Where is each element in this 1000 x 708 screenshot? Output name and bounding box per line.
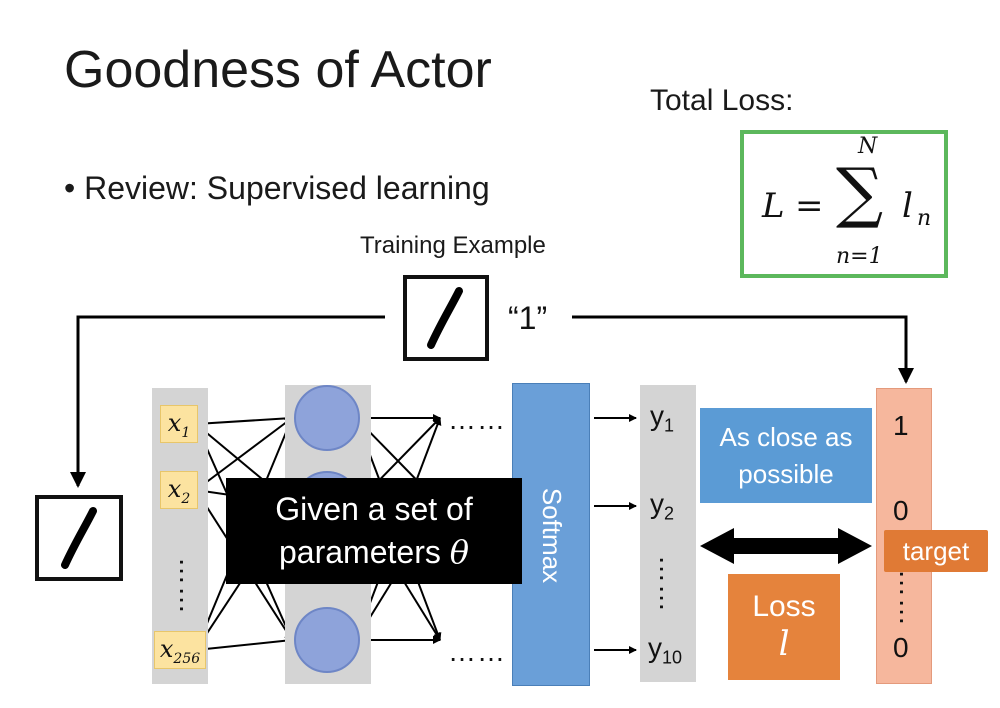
output-label: y1	[650, 400, 675, 436]
formula-sum-symbol: ∑	[836, 154, 884, 231]
compare-double-arrow	[700, 528, 872, 564]
hidden-ellipsis: ……	[448, 404, 506, 435]
loss-symbol: l	[778, 624, 790, 664]
theta-symbol: θ	[449, 533, 469, 571]
formula-lhs: L	[762, 186, 785, 226]
target-label-text: “1”	[508, 300, 548, 336]
formula-box	[740, 130, 948, 278]
bullet-point: • Review: Supervised learning	[64, 170, 490, 206]
input-ellipsis: ……	[174, 557, 205, 615]
hidden-ellipsis: ……	[448, 636, 506, 667]
input-feed-line	[70, 315, 385, 488]
hidden-neuron	[294, 385, 360, 451]
target-ellipsis: ……	[894, 569, 925, 627]
output-label: y10	[648, 632, 683, 668]
parameters-line-1: Given a set of	[275, 490, 473, 527]
training-example-label: Training Example	[360, 232, 546, 259]
input-node: x256	[154, 631, 206, 669]
output-ellipsis: ……	[654, 555, 685, 613]
target-value: 1	[893, 410, 909, 441]
close-as-possible-box: As close as possible	[700, 408, 872, 503]
output-label: y2	[650, 488, 675, 524]
digit-image-training	[403, 275, 489, 361]
total-loss-label: Total Loss:	[650, 84, 794, 117]
parameters-box: Given a set of parameters θ	[226, 478, 522, 584]
formula-term-subscript: n	[917, 206, 932, 231]
hidden-neuron	[294, 607, 360, 673]
softmax-output-arrows	[594, 414, 637, 654]
output-layer	[640, 385, 696, 682]
parameters-label: parameters	[279, 534, 441, 570]
digit-one-icon	[61, 507, 97, 569]
loss-label: Loss	[752, 590, 816, 623]
digit-image-input	[35, 495, 123, 581]
digit-one-icon	[427, 287, 463, 349]
slide-title: Goodness of Actor	[64, 41, 492, 99]
target-value: 0	[893, 495, 909, 526]
target-value: 0	[893, 632, 909, 663]
formula-term: l	[902, 186, 913, 226]
target-feed-line	[572, 315, 914, 384]
close-as-possible-label: As close as possible	[719, 422, 853, 489]
softmax-layer: Softmax	[512, 383, 590, 686]
formula-lower-limit: n=1	[836, 244, 883, 269]
bullet-text: Review: Supervised learning	[84, 170, 490, 206]
softmax-label: Softmax	[537, 487, 568, 584]
input-node: x2	[160, 471, 198, 509]
formula-equals: =	[795, 186, 824, 226]
feedback-lines	[70, 315, 914, 488]
target-tag: target	[884, 530, 988, 572]
formula-upper-limit: N	[858, 134, 878, 159]
parameters-line-2: parameters θ	[226, 531, 522, 574]
loss-box: Loss l	[728, 574, 840, 680]
input-node: x1	[160, 405, 198, 443]
